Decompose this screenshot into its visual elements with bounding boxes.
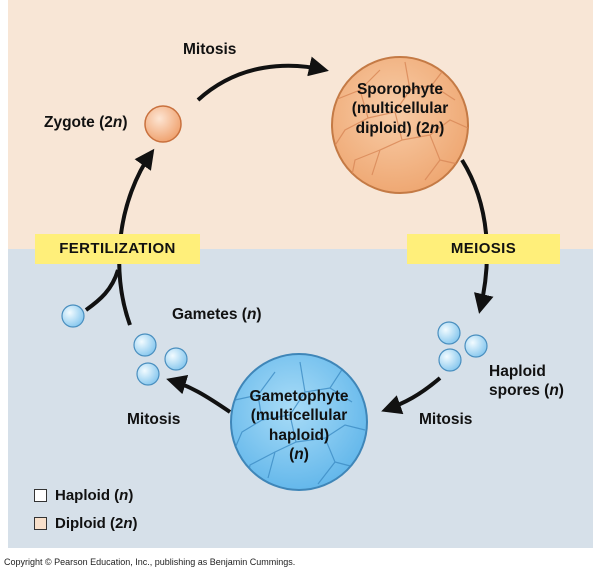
legend-haploid: Haploid (n) <box>34 487 133 504</box>
haploid-spores-label: Haploid spores (n) <box>489 363 564 400</box>
mitosis-label-left: Mitosis <box>127 411 181 428</box>
gamete-cell <box>133 333 157 357</box>
gametes-label: Gametes (n) <box>172 306 262 323</box>
sporophyte-cell <box>331 56 469 194</box>
arrow-spores-to-gametophyte <box>381 376 442 415</box>
mitosis-label-right: Mitosis <box>419 411 473 428</box>
gamete-cell <box>136 362 160 386</box>
gametophyte-label: Gametophyte (multicellular haploid) (n) <box>249 388 349 464</box>
zygote-label: Zygote (2n) <box>44 114 128 131</box>
spore-cell <box>437 321 461 345</box>
spore-cell <box>438 348 462 372</box>
gametophyte-cell <box>230 353 368 491</box>
gamete-cell <box>164 347 188 371</box>
sporophyte-label: Sporophyte (multicellular diploid) (2n) <box>351 81 449 137</box>
arrow-sporophyte-to-meiosis <box>460 158 494 314</box>
zygote-cell <box>144 105 182 143</box>
haploid-swatch <box>34 489 47 502</box>
arrow-gametophyte-to-gametes <box>166 375 232 414</box>
diploid-swatch <box>34 517 47 530</box>
meiosis-banner: MEIOSIS <box>407 234 560 264</box>
fertilization-banner: FERTILIZATION <box>35 234 200 264</box>
mitosis-label-top: Mitosis <box>183 41 237 58</box>
diploid-region <box>8 0 593 249</box>
gamete-cell <box>61 304 85 328</box>
arrow-zygote-to-sporophyte <box>196 56 329 102</box>
arrow-gamete-join <box>84 269 120 312</box>
spore-cell <box>464 334 488 358</box>
copyright-notice: Copyright © Pearson Education, Inc., pub… <box>4 557 296 567</box>
